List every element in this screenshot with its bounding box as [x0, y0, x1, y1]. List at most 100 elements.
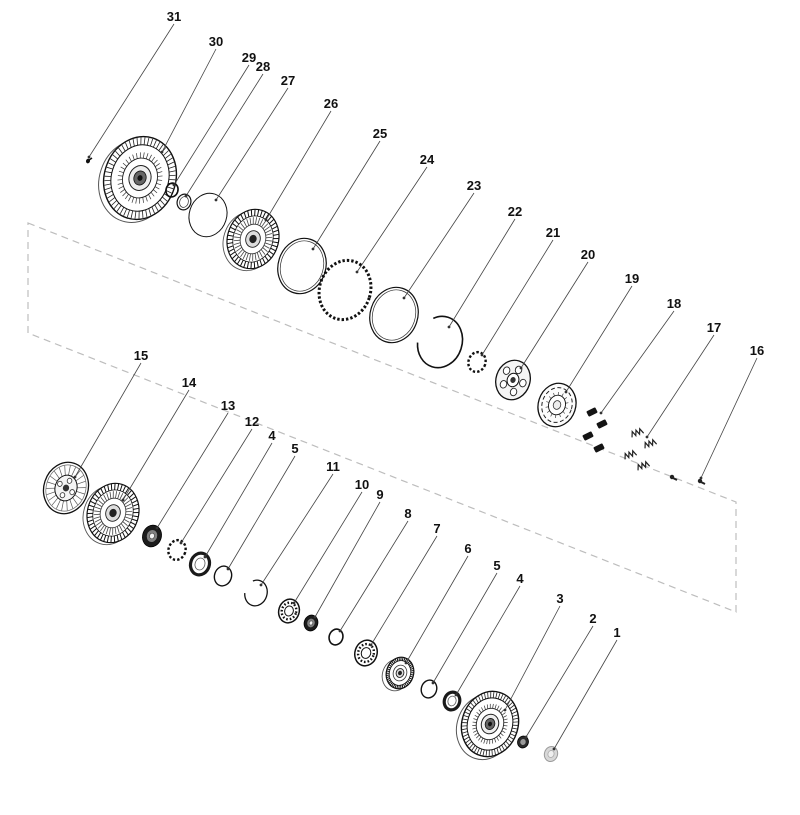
- part-11-snap-ring: [244, 579, 268, 607]
- callout-number: 31: [167, 9, 181, 24]
- part-12-toothed-ring: [167, 538, 187, 562]
- leader-line: [74, 362, 142, 478]
- callout-number: 8: [404, 506, 411, 521]
- leader-dot: [179, 541, 183, 545]
- callout-22: 22: [447, 204, 522, 329]
- callout-number: 13: [221, 398, 235, 413]
- leader-dot: [480, 353, 484, 357]
- callout-number: 22: [508, 204, 522, 219]
- callout-number: 2: [589, 611, 596, 626]
- callout-number: 29: [242, 50, 256, 65]
- callout-24: 24: [355, 152, 435, 274]
- leader-line: [520, 261, 589, 369]
- part-3-pump-housing: [455, 690, 520, 761]
- leader-line: [173, 64, 250, 186]
- leader-dot: [313, 615, 317, 619]
- leader-line: [565, 285, 633, 393]
- leader-line: [156, 412, 229, 529]
- leader-dot: [311, 247, 315, 251]
- leader-dot: [599, 411, 603, 415]
- callout-5: 5: [431, 558, 501, 685]
- callout-number: 4: [516, 571, 524, 586]
- leader-line: [312, 140, 381, 250]
- leader-line: [339, 520, 409, 632]
- callout-3: 3: [503, 591, 564, 712]
- part-23-ring: [369, 286, 419, 344]
- part-5b-ring: [420, 679, 438, 699]
- part-19-clutch-race: [537, 382, 577, 428]
- leader-dot: [292, 601, 296, 605]
- callout-30: 30: [160, 34, 223, 154]
- part-1-spacer: [543, 745, 559, 763]
- part-7-bearing: [353, 639, 379, 667]
- callout-number: 3: [556, 591, 563, 606]
- callout-11: 11: [259, 459, 340, 587]
- leader-dot: [184, 194, 188, 198]
- callout-6: 6: [404, 541, 472, 665]
- leader-dot: [73, 475, 77, 479]
- callout-number: 19: [625, 271, 639, 286]
- leader-line: [260, 473, 334, 586]
- leader-dot: [552, 747, 556, 751]
- callout-4: 4: [203, 428, 276, 559]
- part-8-ring: [328, 628, 344, 646]
- leader-dot: [699, 476, 703, 480]
- leader-line: [161, 48, 217, 153]
- callout-5: 5: [226, 441, 299, 571]
- callout-25: 25: [311, 126, 387, 251]
- leader-dot: [87, 155, 91, 159]
- callout-2: 2: [524, 611, 597, 739]
- leader-dot: [203, 555, 207, 559]
- leader-line: [504, 605, 561, 711]
- leader-dot: [155, 526, 159, 530]
- callout-number: 20: [581, 247, 595, 262]
- part-24-toothed-ring: [317, 258, 373, 322]
- callout-28: 28: [184, 59, 270, 198]
- leader-line: [215, 87, 289, 201]
- callout-21: 21: [480, 225, 560, 357]
- callout-9: 9: [313, 487, 384, 619]
- leader-line: [122, 389, 190, 501]
- leader-dot: [431, 681, 435, 685]
- leader-line: [481, 239, 554, 356]
- leader-dot: [264, 218, 268, 222]
- part-17-springs: [624, 427, 657, 471]
- part-2-plug: [517, 735, 529, 749]
- callout-number: 11: [326, 459, 340, 474]
- callout-26: 26: [264, 96, 338, 222]
- leader-dot: [226, 567, 230, 571]
- callout-number: 15: [134, 348, 148, 363]
- callout-number: 7: [433, 521, 440, 536]
- leader-line: [265, 110, 332, 221]
- callout-number: 5: [493, 558, 500, 573]
- callout-number: 17: [707, 320, 721, 335]
- leader-dot: [121, 498, 125, 502]
- leader-dot: [454, 693, 458, 697]
- callout-13: 13: [155, 398, 235, 530]
- part-31-bolt: [85, 157, 93, 164]
- part-18-rollers: [582, 407, 608, 453]
- leader-dot: [519, 366, 523, 370]
- callout-number: 9: [376, 487, 383, 502]
- callout-18: 18: [599, 296, 681, 415]
- callout-number: 18: [667, 296, 681, 311]
- callout-19: 19: [564, 271, 639, 394]
- callout-23: 23: [402, 178, 481, 300]
- assembly-plane-outline: [27, 222, 737, 613]
- callout-number: 24: [420, 152, 435, 167]
- leader-line: [88, 23, 175, 158]
- callout-8: 8: [338, 506, 412, 633]
- part-9-hub: [303, 614, 319, 632]
- leader-dot: [369, 643, 373, 647]
- leader-line: [553, 639, 618, 750]
- leader-dot: [160, 150, 164, 154]
- part-22-snap-ring: [416, 315, 464, 369]
- leader-line: [455, 585, 521, 696]
- leader-line: [403, 192, 475, 299]
- leader-line: [700, 357, 758, 479]
- callout-12: 12: [179, 414, 259, 545]
- callout-number: 26: [324, 96, 338, 111]
- leader-dot: [447, 325, 451, 329]
- leader-line: [204, 442, 273, 558]
